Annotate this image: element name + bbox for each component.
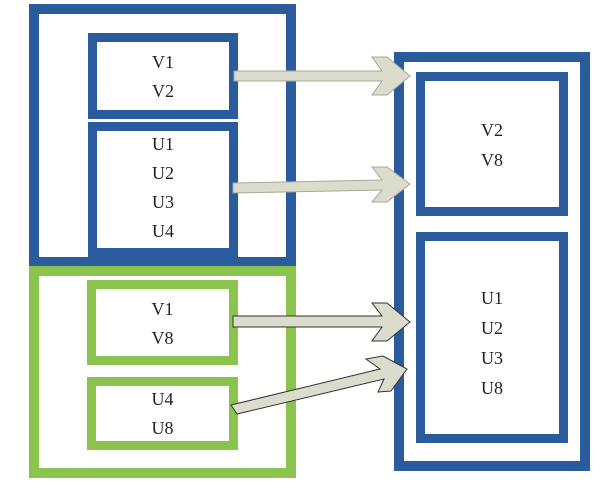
label-list: U1 U2 U3 U8 [425,283,559,403]
label-list: V1 V2 [97,48,229,106]
node-label: U4 [151,389,174,409]
node-label: V2 [481,120,503,140]
left-green-v-box: V1 V8 [87,280,238,365]
right-v-box: V2 V8 [416,72,568,216]
left-green-u-box: U4 U8 [87,377,238,450]
node-label: U3 [152,192,174,212]
node-label: V2 [152,81,174,101]
node-label: V8 [481,150,503,170]
node-label: U4 [152,221,174,241]
left-blue-u-box: U1 U2 U3 U4 [88,122,238,257]
arrow-right-icon [232,302,411,342]
node-label: U8 [151,418,174,438]
node-label: V1 [151,299,174,319]
node-label: U3 [481,348,503,368]
arrow-right-icon [230,355,408,415]
node-label: U1 [481,288,503,308]
node-label: U2 [481,318,503,338]
node-label: V1 [152,52,174,72]
label-list: U1 U2 U3 U4 [97,130,229,246]
left-blue-v-box: V1 V2 [88,33,238,119]
right-u-box: U1 U2 U3 U8 [416,232,568,443]
label-list: V1 V8 [96,295,229,353]
node-label: V8 [151,328,174,348]
arrow-right-icon [232,166,411,203]
label-list: U4 U8 [96,385,229,443]
node-label: U2 [152,163,174,183]
node-label: U1 [152,134,174,154]
node-label: U8 [481,378,503,398]
label-list: V2 V8 [425,115,559,175]
arrow-right-icon [233,56,411,96]
